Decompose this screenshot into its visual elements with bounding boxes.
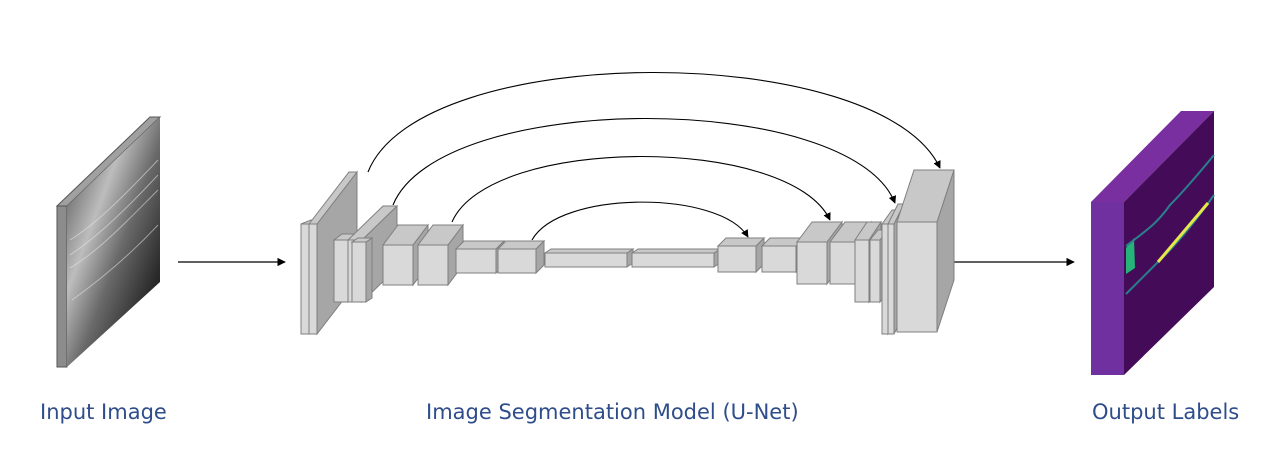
unet-block-front xyxy=(455,248,497,274)
unet-block-top xyxy=(630,248,722,254)
input-image-face xyxy=(67,117,160,367)
mask-contour-yellow xyxy=(1156,202,1210,263)
skip-connection-3 xyxy=(451,156,831,223)
output-image-top xyxy=(1091,111,1214,202)
unet-block-top xyxy=(543,248,635,254)
unet-block-9 xyxy=(496,239,546,275)
unet-block-top xyxy=(496,240,546,250)
skip-connection-4 xyxy=(531,201,749,241)
unet-block-front xyxy=(887,223,895,335)
mask-region-green xyxy=(1126,238,1135,274)
unet-block-front xyxy=(761,245,797,273)
output-image-face xyxy=(1124,111,1214,375)
input-image-caption: Input Image xyxy=(40,400,167,424)
unet-block-front xyxy=(717,245,757,273)
unet-block-front xyxy=(351,241,367,303)
mask-contour-upper xyxy=(1125,154,1215,247)
unet-block-front xyxy=(417,244,449,286)
unet-block-front xyxy=(896,221,938,333)
unet-block-side xyxy=(365,237,373,303)
unet-block-front xyxy=(869,239,881,303)
segmentation-mask-icon xyxy=(1091,111,1215,375)
unet-block-front xyxy=(308,223,318,335)
output-image-side xyxy=(1091,202,1124,375)
unet-block-front xyxy=(854,239,870,303)
unet-block-front xyxy=(796,241,828,285)
input-image-frame xyxy=(56,205,68,368)
model-caption: Image Segmentation Model (U-Net) xyxy=(426,400,799,424)
skip-connection-2 xyxy=(392,117,896,206)
unet-block-top xyxy=(716,237,766,247)
unet-block-8 xyxy=(454,239,506,275)
ultrasound-image-icon xyxy=(55,116,162,368)
unet-block-front xyxy=(829,241,857,285)
unet-block-front xyxy=(497,248,537,274)
unet-blocks xyxy=(300,169,955,336)
skip-connections xyxy=(367,71,941,241)
unet-block-front xyxy=(544,252,628,268)
unet-block-front xyxy=(631,252,715,268)
output-labels-caption: Output Labels xyxy=(1092,400,1240,424)
unet-block-front xyxy=(382,244,414,286)
unet-block-10 xyxy=(543,248,635,268)
unet-block-front xyxy=(300,223,310,335)
skip-connection-1 xyxy=(367,71,941,173)
unet-block-front xyxy=(881,223,889,335)
unet-block-top xyxy=(454,240,506,250)
unet-block-12 xyxy=(716,236,766,274)
ultrasound-texture xyxy=(69,159,159,301)
unet-block-5 xyxy=(350,237,374,303)
unet-block-11 xyxy=(630,248,722,268)
unet-block-20 xyxy=(896,169,955,333)
unet-block-front xyxy=(333,239,349,303)
